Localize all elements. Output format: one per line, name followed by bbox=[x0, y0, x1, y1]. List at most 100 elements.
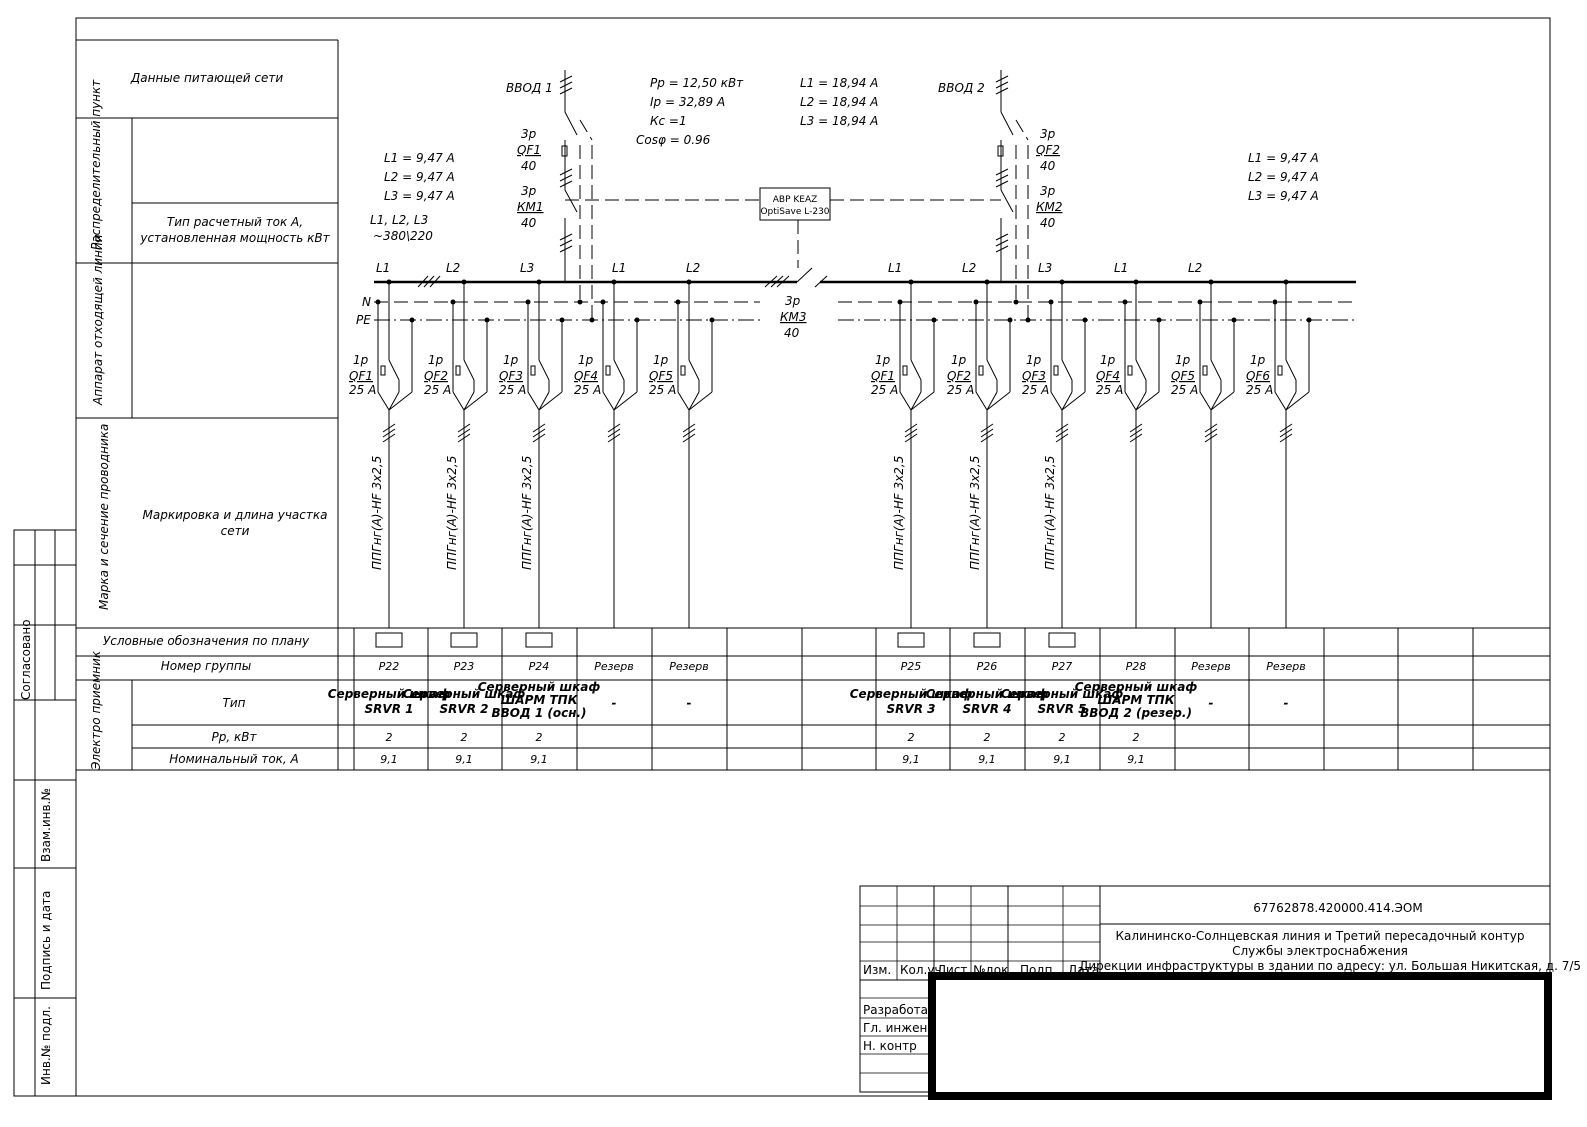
cable-tick bbox=[980, 433, 994, 443]
summary-pp: Рр = 12,50 кВт bbox=[650, 76, 744, 90]
row-type-b: установленная мощность кВт bbox=[139, 231, 330, 245]
left-header-table: Данные питающей сети Распределительный п… bbox=[76, 39, 1550, 771]
group-number: Резерв bbox=[669, 660, 708, 673]
left-current-l1: L1 = 9,47 А bbox=[384, 151, 455, 165]
redaction-box bbox=[928, 972, 1552, 1100]
doc-code: 67762878.420000.414.ЭОМ bbox=[1253, 901, 1422, 915]
breaker-rating: 25 А bbox=[1022, 383, 1049, 397]
n-join bbox=[1274, 391, 1287, 411]
feeder-table-grid bbox=[427, 628, 1474, 770]
cable-tick bbox=[607, 423, 621, 433]
n-label: N bbox=[362, 295, 371, 309]
breaker-release bbox=[455, 365, 461, 376]
receiver-type: Серверный шкаф bbox=[850, 687, 973, 701]
receiver-type: Серверный шкаф bbox=[1001, 687, 1124, 701]
row-pp: Рр, кВт bbox=[212, 730, 258, 744]
breaker-poles: 1р bbox=[1250, 353, 1266, 367]
breaker-poles: 1р bbox=[875, 353, 891, 367]
breaker-name: QF4 bbox=[574, 369, 598, 383]
left-current-l3: L3 = 9,47 А bbox=[384, 189, 455, 203]
receiver-type: SRVR 4 bbox=[963, 702, 1012, 716]
vertical-apparatus: Аппарат отходящей линии bbox=[91, 234, 105, 406]
bus-tap-dot bbox=[1059, 279, 1065, 285]
role-ncontrol: Н. контр bbox=[863, 1039, 917, 1053]
right-table-cells: Резерв- bbox=[1266, 660, 1305, 710]
receiver-type: Серверный шкаф bbox=[403, 687, 526, 701]
center-current-l1: L1 = 18,94 А bbox=[800, 76, 878, 90]
breaker-release bbox=[978, 365, 984, 376]
breaker-release bbox=[1053, 365, 1059, 376]
cable-tick bbox=[382, 433, 396, 443]
cable-tick bbox=[1055, 433, 1069, 443]
n-join bbox=[527, 391, 540, 411]
cable-tick bbox=[1129, 423, 1143, 433]
cable-tick bbox=[1204, 428, 1218, 438]
summary-kc: Кс =1 bbox=[650, 114, 687, 128]
breaker-rating: 25 А bbox=[1096, 383, 1123, 397]
cable-tick bbox=[1055, 423, 1069, 433]
pe-join bbox=[986, 391, 1011, 411]
cable-tick bbox=[1129, 433, 1143, 443]
side-inv: Инв.№ подл. bbox=[39, 1006, 53, 1085]
receiver-type: ВВОД 2 (резер.) bbox=[1080, 706, 1192, 720]
center-current-l3: L3 = 18,94 А bbox=[800, 114, 878, 128]
n-join bbox=[899, 391, 912, 411]
receiver-pp: 2 bbox=[536, 731, 543, 744]
vertical-receiver: Электро приемник bbox=[89, 650, 103, 771]
breaker-release bbox=[1202, 365, 1208, 376]
breaker-contact bbox=[463, 359, 475, 381]
plan-symbol bbox=[1048, 632, 1076, 648]
receiver-type: SRVR 1 bbox=[365, 702, 414, 716]
phase-join bbox=[388, 391, 400, 411]
group-number: Р22 bbox=[379, 660, 400, 673]
buses: N PE bbox=[356, 280, 1356, 327]
bus-phase-label: L2 bbox=[962, 261, 976, 275]
cable-tick bbox=[532, 423, 546, 433]
breaker-name: QF6 bbox=[1246, 369, 1270, 383]
receiver-type: ВВОД 1 (осн.) bbox=[491, 706, 586, 720]
col-izm: Изм. bbox=[863, 963, 891, 977]
breaker-poles: 1р bbox=[1175, 353, 1191, 367]
qf1-poles: 3р bbox=[521, 127, 537, 141]
bus-phase-label: L2 bbox=[446, 261, 460, 275]
receiver-type: SRVR 5 bbox=[1038, 702, 1087, 716]
cable-tick bbox=[1129, 428, 1143, 438]
receiver-current: 9,1 bbox=[978, 753, 996, 766]
cable-tick bbox=[1279, 423, 1293, 433]
cable-tick bbox=[904, 423, 918, 433]
receiver-pp: 2 bbox=[908, 731, 915, 744]
cable-tick bbox=[607, 433, 621, 443]
summary-cos: Cosφ = 0.96 bbox=[636, 133, 711, 147]
pe-join bbox=[538, 391, 563, 411]
vertical-dist-point: Распределительный пункт bbox=[89, 79, 103, 250]
cable-tick bbox=[1279, 428, 1293, 438]
breaker-name: QF5 bbox=[649, 369, 673, 383]
breaker-name: QF2 bbox=[424, 369, 448, 383]
cable-tick bbox=[532, 433, 546, 443]
phase-join bbox=[463, 391, 475, 411]
side-sogl: Согласовано bbox=[19, 619, 33, 700]
bus-tap-dot bbox=[611, 279, 617, 285]
km1-rating: 40 bbox=[521, 216, 537, 230]
breaker-name: QF3 bbox=[1022, 369, 1046, 383]
receiver-current: 9,1 bbox=[902, 753, 920, 766]
breaker-rating: 25 А bbox=[499, 383, 526, 397]
receiver-type: ШАРМ ТПК bbox=[500, 693, 578, 707]
row-group-no: Номер группы bbox=[161, 659, 251, 673]
group-number: Р25 bbox=[901, 660, 922, 673]
km1-name: КМ1 bbox=[517, 200, 544, 214]
breaker-rating: 25 А bbox=[947, 383, 974, 397]
km3-name: КМ3 bbox=[780, 310, 807, 324]
bus-phase-label: L3 bbox=[520, 261, 534, 275]
center-current-l2: L2 = 18,94 А bbox=[800, 95, 878, 109]
breaker-name: QF2 bbox=[947, 369, 971, 383]
cable-label: ППГнг(А)-HF 3х2,5 bbox=[520, 456, 534, 570]
right-current-l1: L1 = 9,47 А bbox=[1248, 151, 1319, 165]
phase-join bbox=[1210, 391, 1222, 411]
role-chief: Гл. инженер bbox=[863, 1021, 942, 1035]
